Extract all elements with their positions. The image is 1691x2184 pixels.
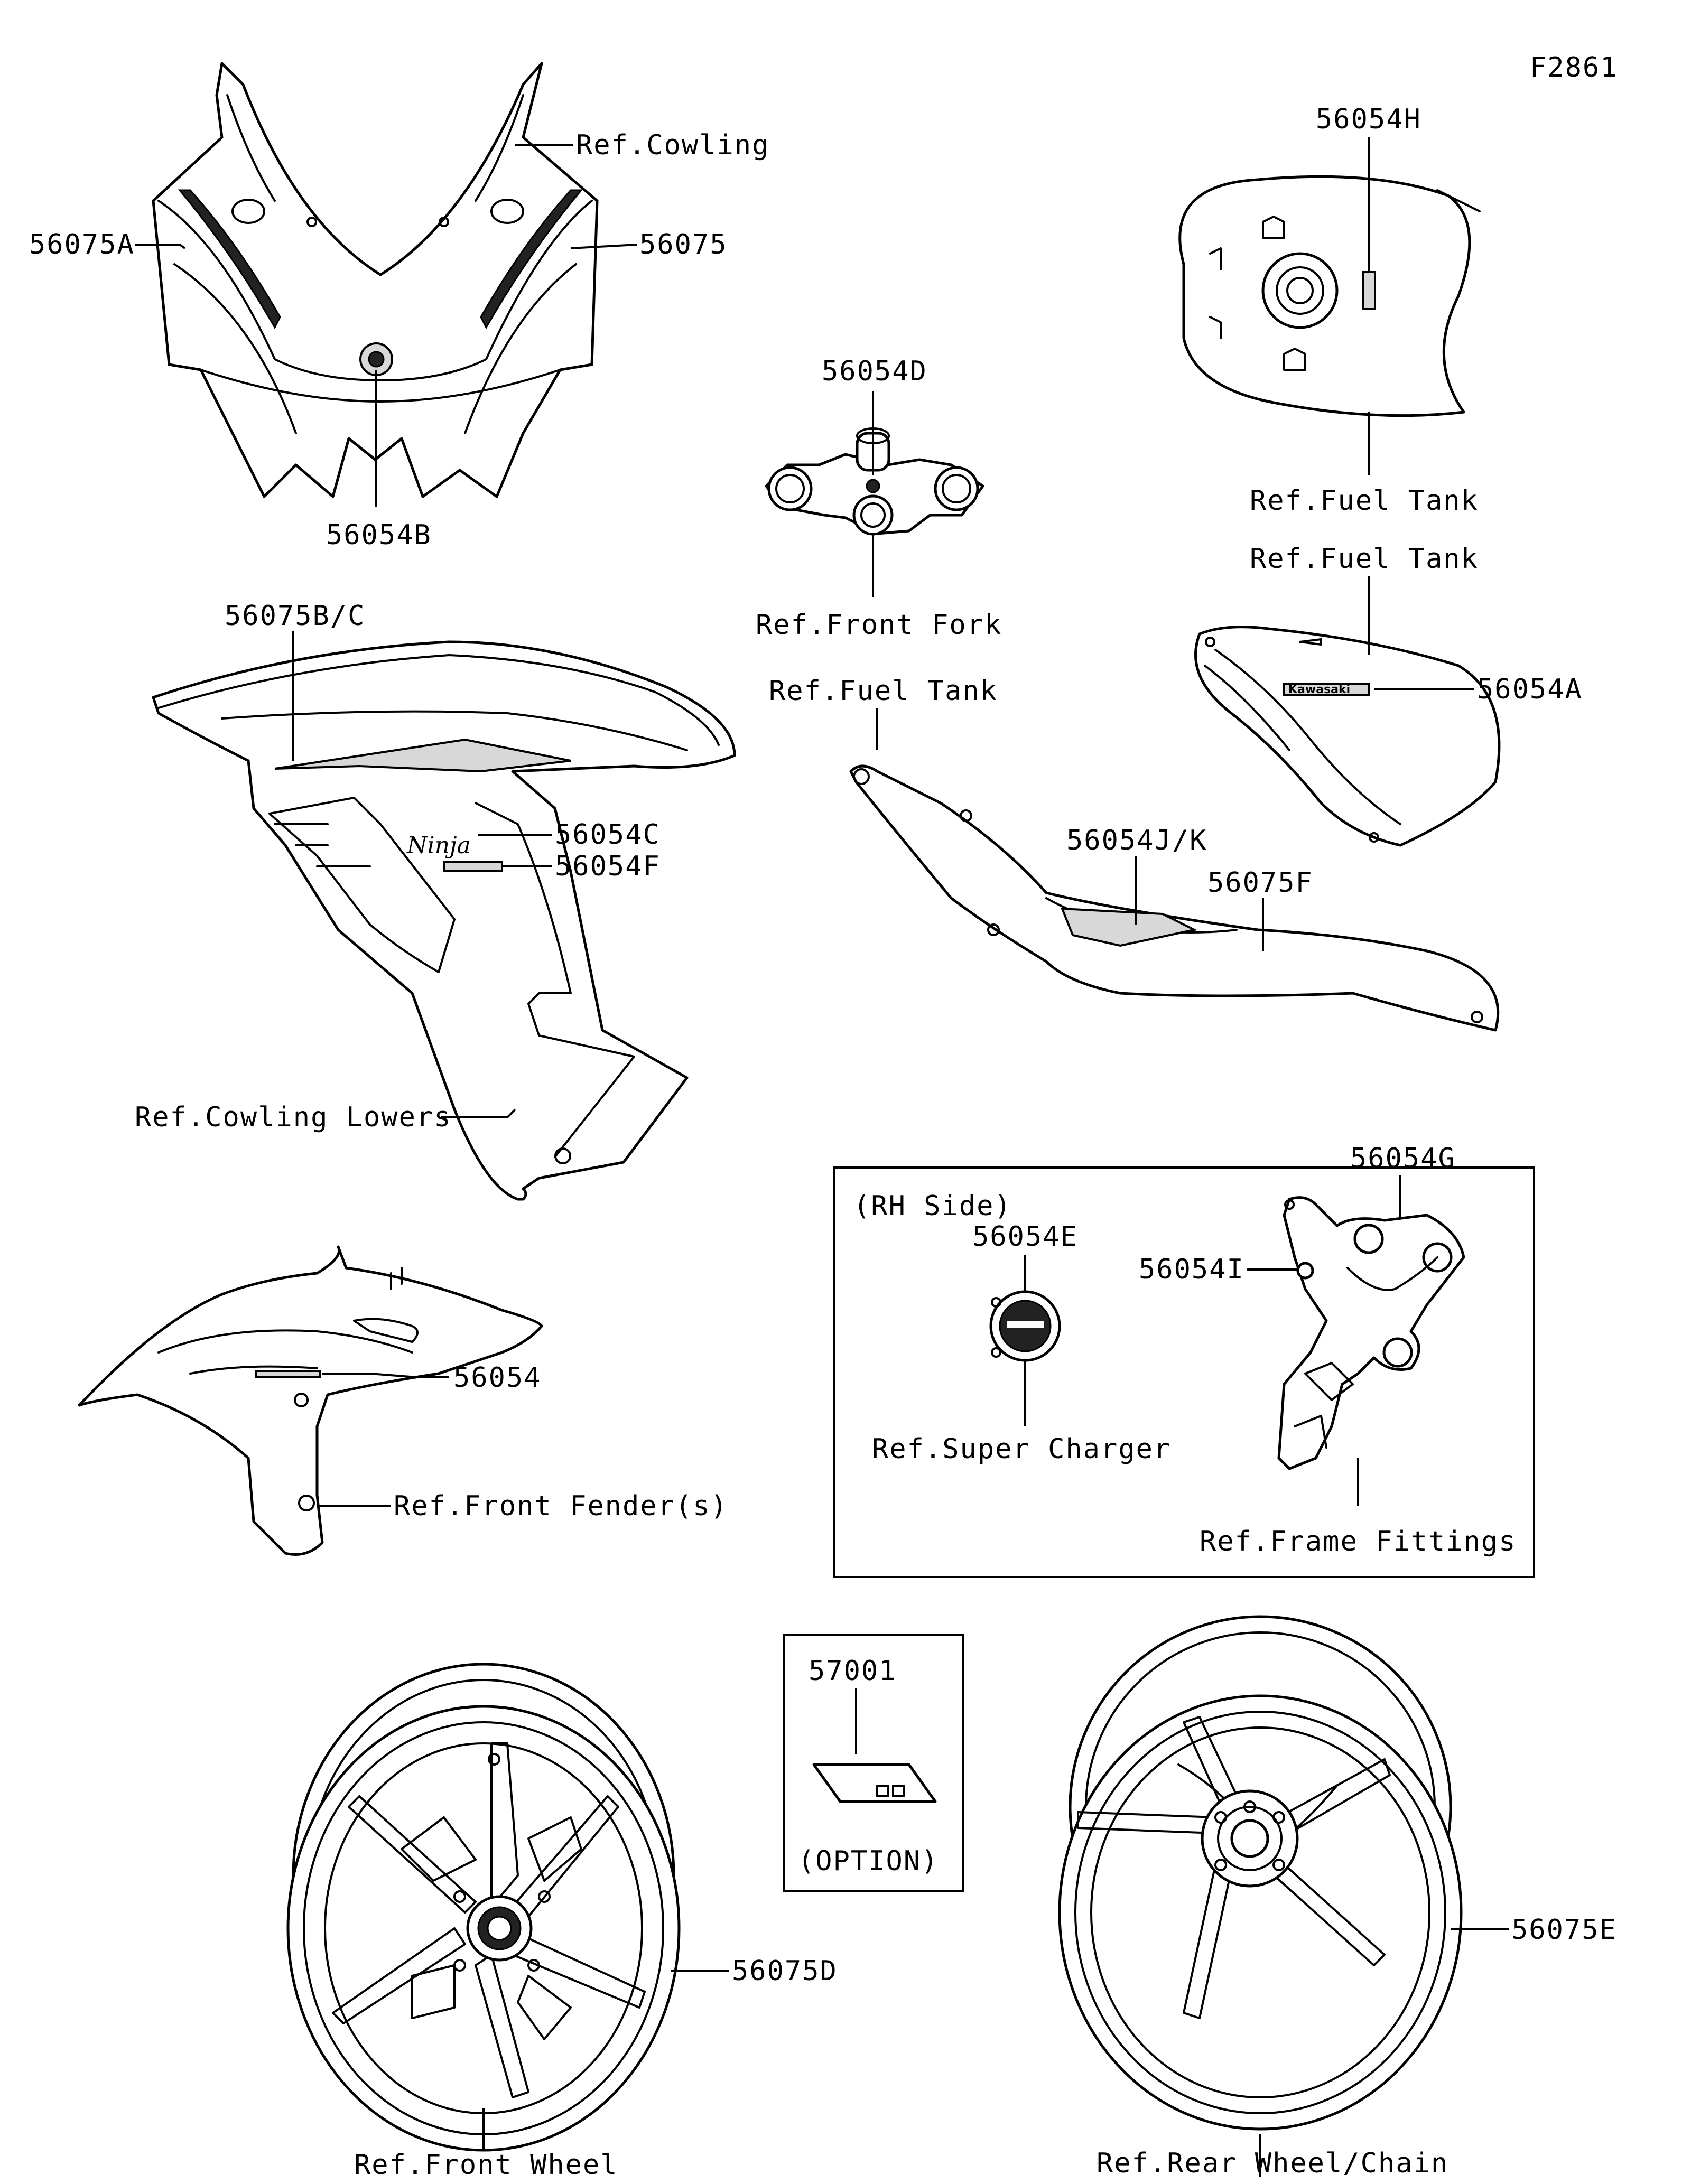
label-ref-frame-fittings: Ref.Frame Fittings [1200,1526,1517,1557]
label-56054JK: 56054J/K [1066,825,1207,856]
fuel-tank-cover-part [849,764,1500,1032]
label-ref-fuel-tank-side: Ref.Fuel Tank [1250,543,1479,575]
decal-kawasaki: Kawasaki [1288,683,1350,696]
label-56054E: 56054E [972,1221,1078,1253]
leader-56054 [322,1373,449,1378]
label-rh-side: (RH Side) [853,1190,1012,1222]
front-wheel-part [286,1663,681,2152]
fuel-tank-top-part [1178,175,1481,417]
label-ref-fuel-tank-top: Ref.Fuel Tank [1250,485,1479,517]
rear-wheel-part [1058,1615,1463,2131]
label-ref-cowling: Ref.Cowling [576,129,769,161]
label-ref-front-wheel: Ref.Front Wheel [354,2149,618,2181]
label-56054B: 56054B [326,519,432,551]
option-card-part [812,1763,937,1803]
label-56075F: 56075F [1207,867,1313,899]
label-56054D: 56054D [822,356,927,387]
label-ref-front-fenders: Ref.Front Fender(s) [394,1490,728,1522]
label-56054F: 56054F [555,851,661,882]
figure-code: F2861 [1530,52,1618,83]
decal-ninja: Ninja [406,832,471,859]
label-56075D: 56075D [732,1955,838,1987]
frame-fitting-part [1277,1196,1465,1470]
label-56075A: 56075A [29,229,135,260]
rh-side-box [833,1166,1535,1578]
label-56054C: 56054C [555,819,661,851]
label-ref-rear-wheel: Ref.Rear Wheel/Chain [1097,2148,1448,2179]
front-fender-part [78,1245,543,1556]
label-57001: 57001 [809,1655,897,1687]
upper-cowling-part [152,62,599,498]
label-56054H: 56054H [1316,104,1421,135]
leader-ref-cowling-lowers [441,1108,516,1118]
label-56075: 56075 [639,229,728,260]
front-fork-bracket-part [765,427,984,536]
label-option: (OPTION) [798,1845,939,1877]
label-ref-fuel-tank-cover: Ref.Fuel Tank [769,675,998,707]
label-ref-front-fork: Ref.Front Fork [756,609,1002,641]
super-charger-cover-part [989,1290,1061,1362]
label-56054G: 56054G [1350,1143,1456,1174]
label-56075BC: 56075B/C [225,600,365,632]
label-56054I: 56054I [1139,1254,1244,1285]
label-ref-super-charger: Ref.Super Charger [872,1433,1171,1465]
label-56075E: 56075E [1511,1914,1617,1946]
label-56054: 56054 [453,1362,542,1394]
leader-56075A [135,244,186,249]
label-ref-cowling-lowers: Ref.Cowling Lowers [135,1102,452,1133]
option-box [783,1634,964,1892]
leader-56075 [570,244,637,249]
label-56054A: 56054A [1477,674,1583,705]
fuel-tank-side-part: Kawasaki [1194,626,1501,847]
